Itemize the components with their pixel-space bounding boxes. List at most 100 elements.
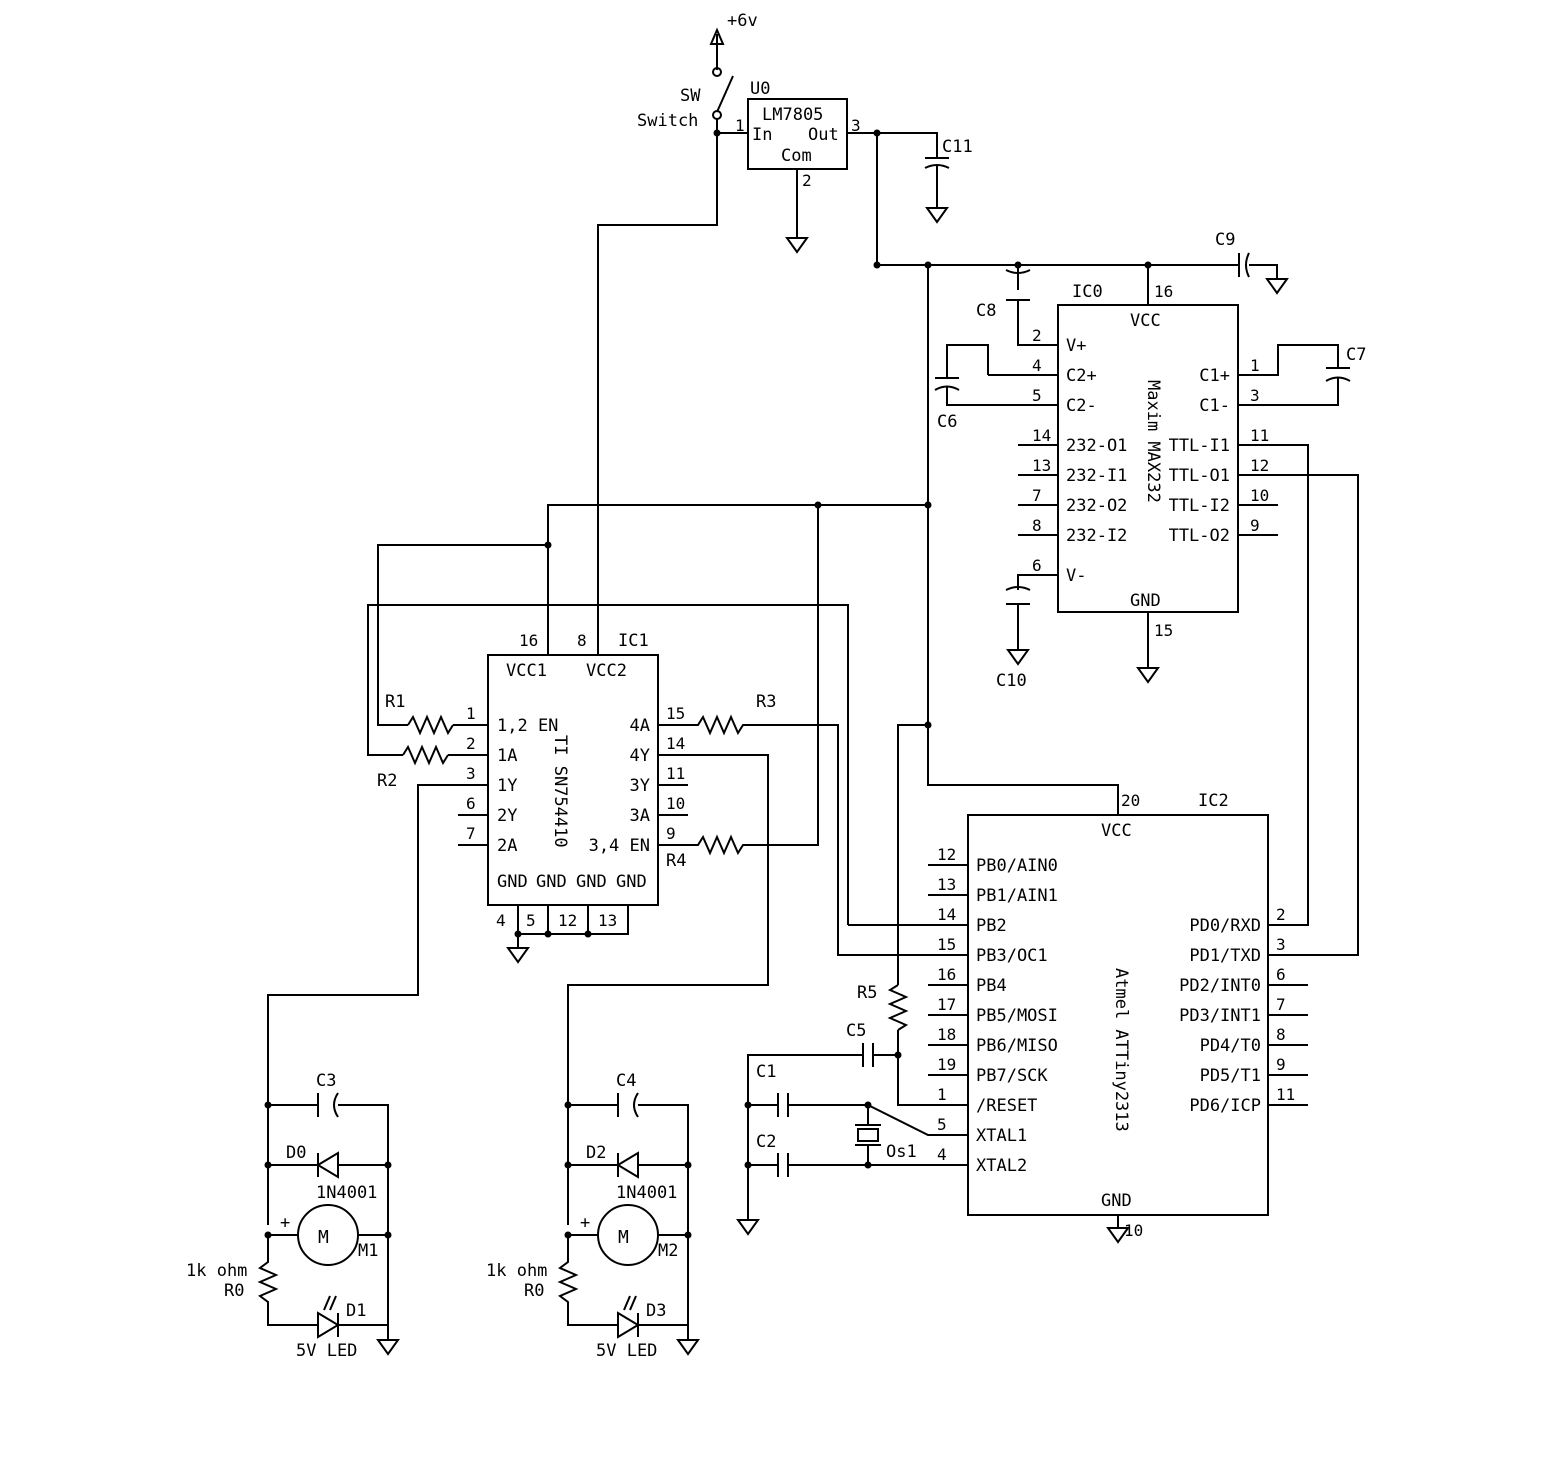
pin-number: 17 <box>937 995 956 1014</box>
pin-name: PB4 <box>976 976 1007 996</box>
svg-text:R0: R0 <box>224 1281 244 1301</box>
pin-name: PB5/MOSI <box>976 1006 1058 1026</box>
svg-text:R0: R0 <box>524 1281 544 1301</box>
c3-label: C3 <box>316 1071 336 1091</box>
pin-number: 14 <box>666 734 685 753</box>
pin-number: 4 <box>937 1145 947 1164</box>
pin-number: 1 <box>1250 356 1260 375</box>
r4-label: R4 <box>666 851 686 871</box>
attiny-right-pins: 2PD0/RXD3PD1/TXD6PD2/INT07PD3/INT18PD4/T… <box>1179 905 1308 1116</box>
ic-max232: IC0 16 VCC GND 15 Maxim MAX232 2V+4C2+5C… <box>934 265 1366 956</box>
max232-vcc: VCC <box>1130 311 1161 331</box>
c10-label: C10 <box>996 671 1027 691</box>
svg-text:1: 1 <box>735 116 745 135</box>
svg-text:8: 8 <box>1032 516 1042 535</box>
svg-text:GND: GND <box>536 872 567 892</box>
pin-name: 4A <box>630 716 650 736</box>
pin-name: /RESET <box>976 1096 1037 1116</box>
pin-number: 11 <box>666 764 685 783</box>
pin-name: PB6/MISO <box>976 1036 1058 1056</box>
pin-name: TTL-I2 <box>1169 496 1230 516</box>
c7-label: C7 <box>1346 345 1366 365</box>
ic-attiny2313: 20 IC2 VCC GND 10 Atmel ATTiny2313 12PB0… <box>736 724 1308 1244</box>
svg-text:V-: V- <box>1066 566 1086 586</box>
svg-text:5: 5 <box>526 911 536 930</box>
attiny-gnd: GND <box>1101 1191 1132 1211</box>
c11-label: C11 <box>942 137 973 157</box>
pin-name: PB7/SCK <box>976 1066 1048 1086</box>
pin-name: PD6/ICP <box>1189 1096 1261 1116</box>
pin-number: 18 <box>937 1025 956 1044</box>
regulator-part: LM7805 <box>762 105 823 125</box>
attiny-vcc: VCC <box>1101 821 1132 841</box>
c9-label: C9 <box>1215 230 1235 250</box>
sn754410-part: TI SN754410 <box>550 735 570 848</box>
r5-label: R5 <box>857 983 877 1003</box>
pin-number: 1 <box>937 1085 947 1104</box>
r3-label: R3 <box>756 692 776 712</box>
pin-name: C1- <box>1199 396 1230 416</box>
c4-label: C4 <box>616 1071 636 1091</box>
pin-name: PD2/INT0 <box>1179 976 1261 996</box>
pin-number: 6 <box>1276 965 1286 984</box>
sn754410-vcc1: VCC1 <box>506 661 547 681</box>
svg-text:6: 6 <box>1032 556 1042 575</box>
max232-gnd: GND <box>1130 591 1161 611</box>
pin-name: PB1/AIN1 <box>976 886 1058 906</box>
motor-circuit-right: C4 D2 1N4001 M M2 + 1k ohm R0 D3 5V LED <box>486 1071 700 1361</box>
svg-text:1k ohm: 1k ohm <box>186 1261 247 1281</box>
regulator-com: Com <box>781 146 812 166</box>
pin-name: TTL-O1 <box>1169 466 1230 486</box>
pin-number: 13 <box>937 875 956 894</box>
svg-text:4: 4 <box>1032 356 1042 375</box>
pin-number: 3 <box>1250 386 1260 405</box>
pin-name: PD3/INT1 <box>1179 1006 1261 1026</box>
pin-number: 15 <box>937 935 956 954</box>
pin-number: 9 <box>1276 1055 1286 1074</box>
svg-text:2: 2 <box>802 171 812 190</box>
pin-number: 11 <box>1276 1085 1295 1104</box>
motor-circuit-left: C3 D0 1N4001 M M1 + 1k ohm R0 D1 5V LED <box>186 1071 400 1361</box>
svg-text:D1: D1 <box>346 1301 366 1321</box>
svg-text:232-O2: 232-O2 <box>1066 496 1127 516</box>
pin-number: 12 <box>1250 456 1269 475</box>
crystal-label: Os1 <box>886 1142 917 1162</box>
pin-name: PB0/AIN0 <box>976 856 1058 876</box>
max232-part: Maxim MAX232 <box>1143 380 1163 503</box>
pin-name: 1Y <box>497 776 517 796</box>
svg-text:10: 10 <box>1124 1221 1143 1240</box>
regulator-ref: U0 <box>750 79 770 99</box>
svg-text:+: + <box>580 1213 590 1233</box>
pin-number: 15 <box>666 704 685 723</box>
sn754410-ref: IC1 <box>618 631 649 651</box>
svg-text:20: 20 <box>1121 791 1140 810</box>
svg-text:232-I1: 232-I1 <box>1066 466 1127 486</box>
r1-label: R1 <box>385 692 405 712</box>
d0-part: 1N4001 <box>316 1183 377 1203</box>
pin-name: PB3/OC1 <box>976 946 1048 966</box>
pin-number: 2 <box>466 734 476 753</box>
pin-number: 1 <box>466 704 476 723</box>
max232-left-pins: 2V+4C2+5C2-14232-O113232-I17232-O28232-I… <box>1018 326 1127 586</box>
svg-text:232-I2: 232-I2 <box>1066 526 1127 546</box>
pin-number: 12 <box>937 845 956 864</box>
pin-number: 7 <box>466 824 476 843</box>
pin-number: 10 <box>1250 486 1269 505</box>
svg-text:+: + <box>280 1213 290 1233</box>
attiny-left-pins: 12PB0/AIN013PB1/AIN114PB215PB3/OC116PB41… <box>928 845 1058 1176</box>
switch-value: Switch <box>637 111 698 131</box>
pin-number: 9 <box>1250 516 1260 535</box>
svg-text:16: 16 <box>519 631 538 650</box>
c1-label: C1 <box>756 1062 776 1082</box>
